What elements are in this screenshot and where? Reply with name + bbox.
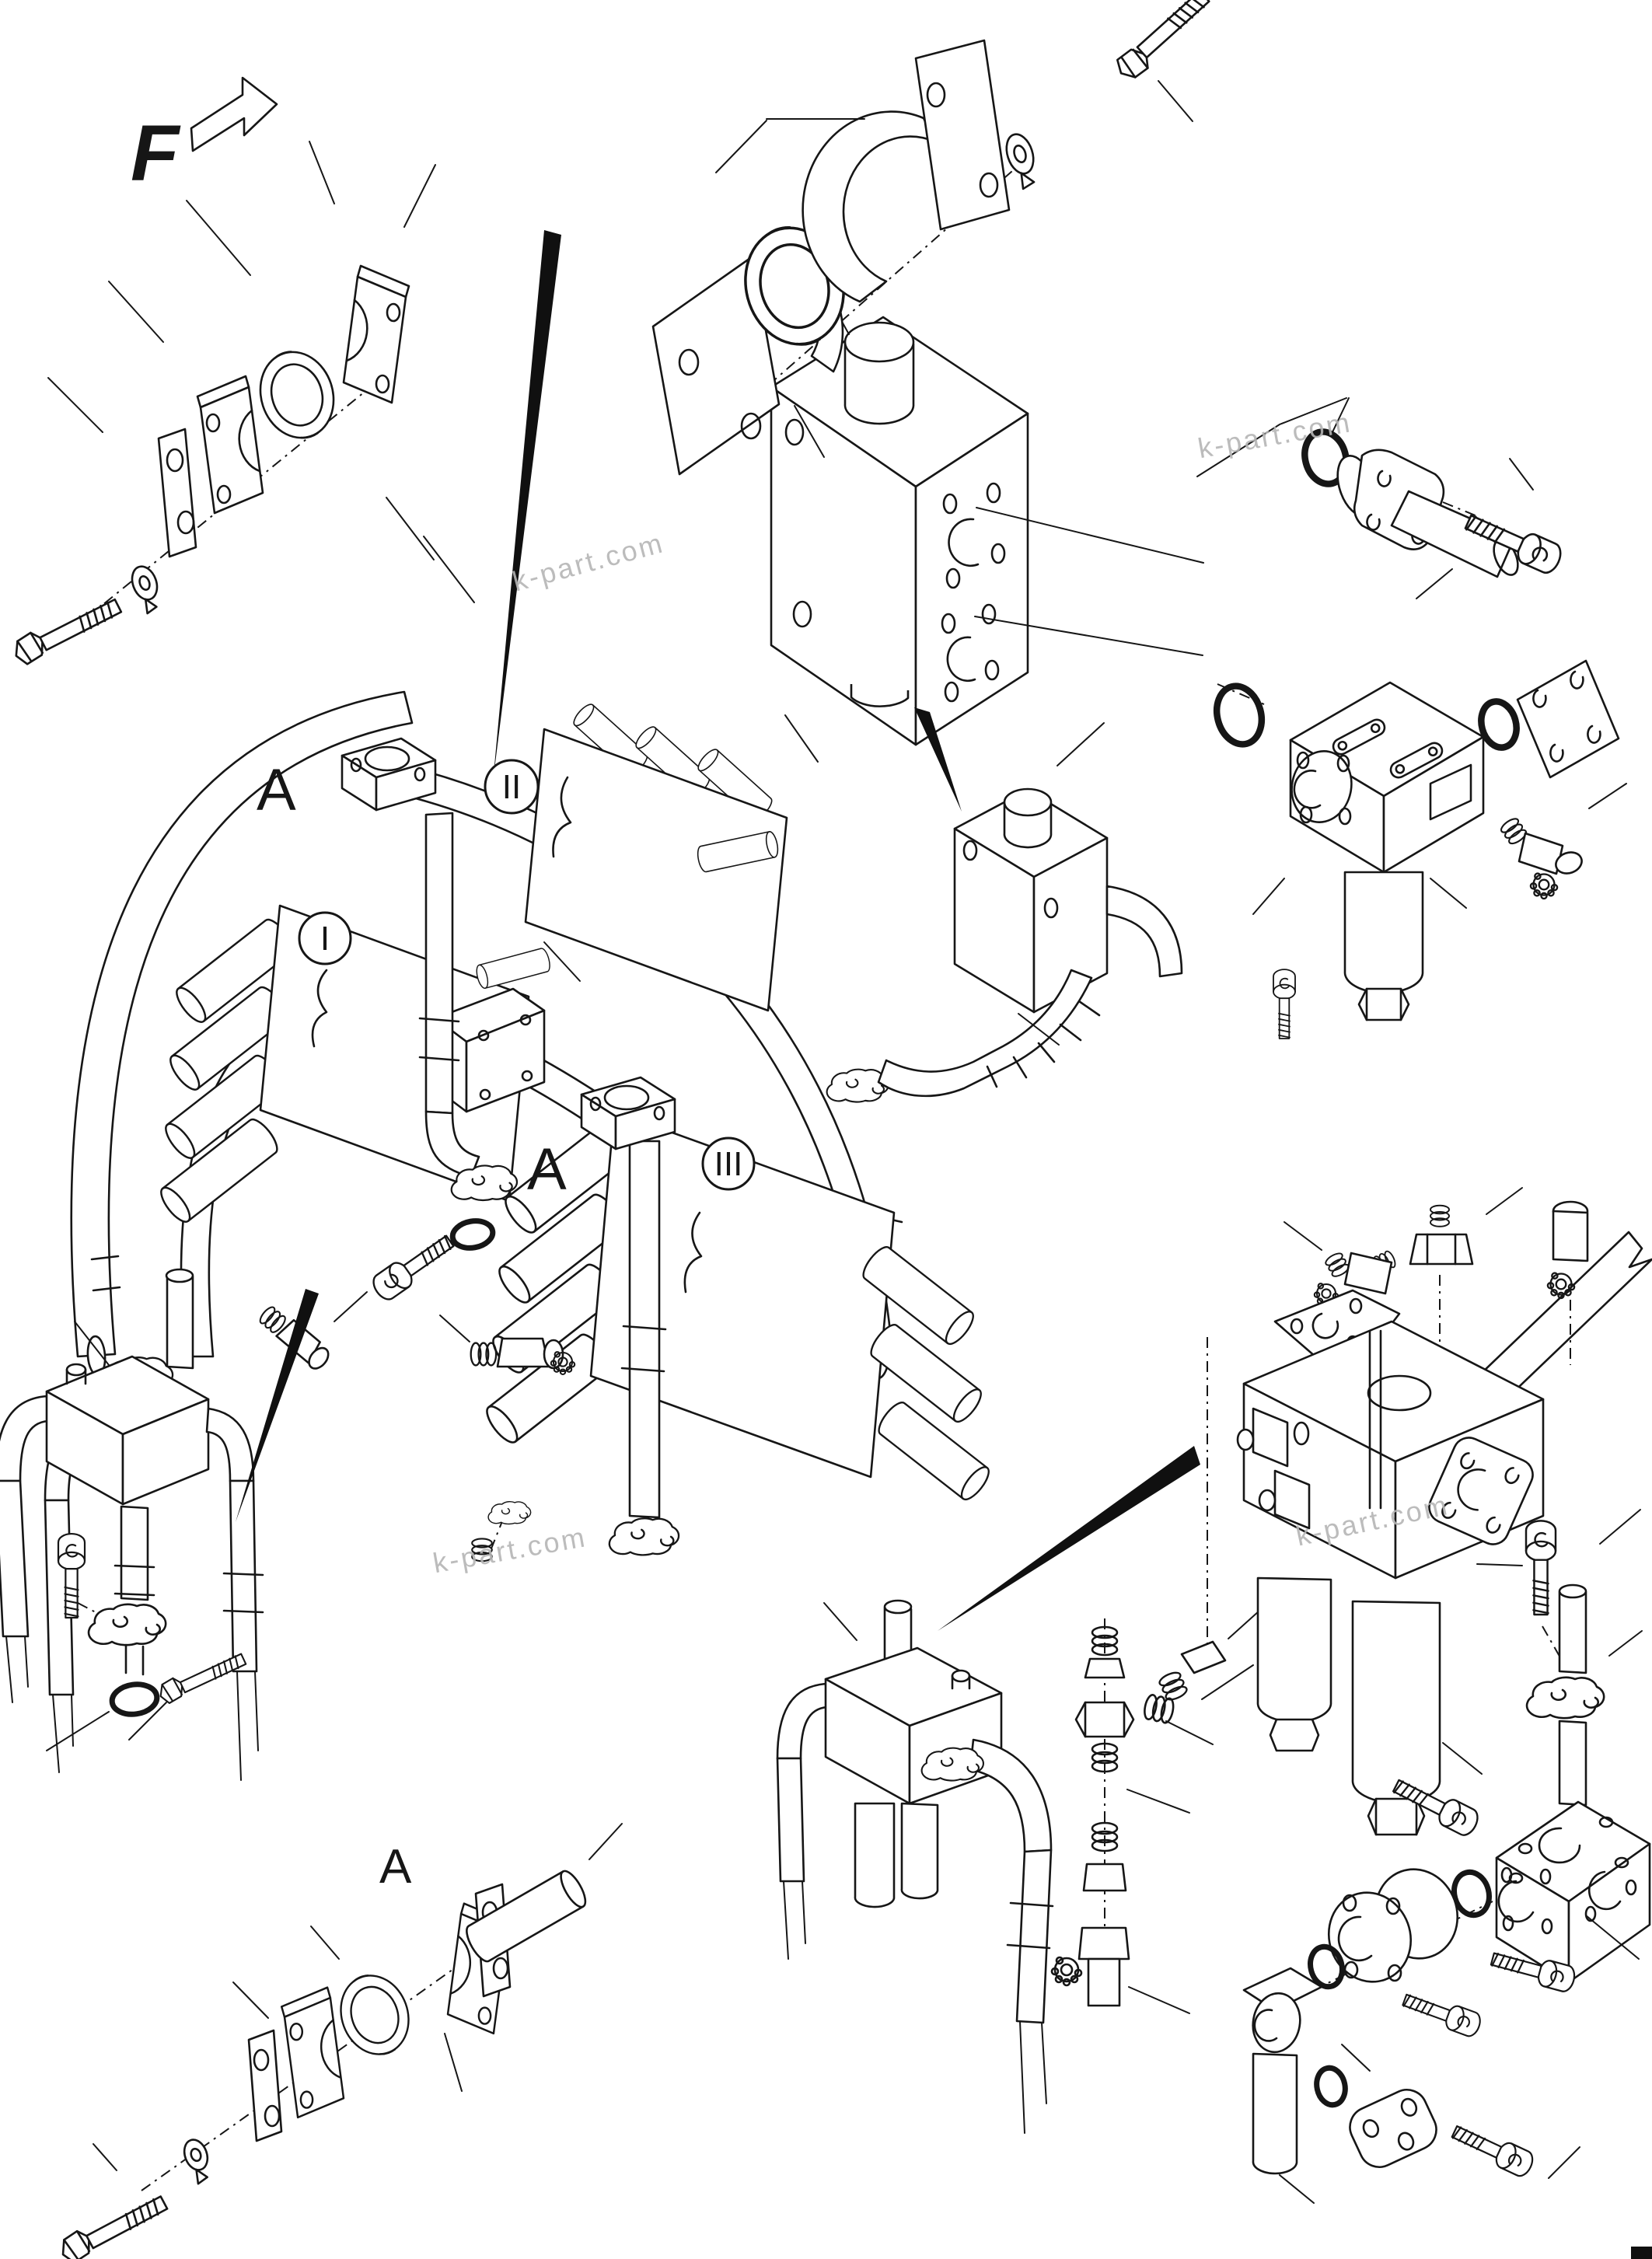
leader-lines [74, 497, 1285, 1641]
svg-text:II: II [502, 768, 521, 806]
valve-bank-2 [524, 700, 889, 1103]
leader-wedges [236, 230, 1200, 1631]
watermark: k-part.com [1196, 406, 1354, 464]
clamp-assembly-bottom-left [55, 1823, 623, 2259]
detail-label-a-top: A [257, 757, 296, 823]
left-valve-block [0, 1268, 264, 1781]
valve-bank-1 [155, 904, 553, 1227]
watermark: k-part.com [509, 526, 668, 597]
manifold-block [770, 267, 1347, 746]
labels: F A A A I II III [131, 76, 756, 1894]
return-filter-assembly [1213, 659, 1627, 1039]
view-direction-arrow-icon [190, 76, 278, 152]
bottom-valve-block [776, 1599, 1054, 2134]
flange-adapter-row [1301, 397, 1566, 599]
svg-text:III: III [714, 1145, 743, 1183]
hose-clamp-detail-a-top [341, 737, 676, 1304]
view-label-f: F [131, 109, 181, 197]
section-marker-3: III [701, 1136, 756, 1191]
detail-label-a-mid: A [527, 1136, 567, 1203]
tee-fitting-group [1050, 1610, 1260, 2014]
section-marker-2: II [484, 759, 540, 815]
page-corner-mark [1631, 2247, 1652, 2259]
clamp-assembly-top-center [651, 0, 1216, 476]
section-marker-1: I [298, 911, 352, 965]
detail-label-a-bottom: A [379, 1840, 412, 1894]
cube-manifold-group [1242, 1772, 1651, 2204]
watermark: k-part.com [431, 1521, 589, 1579]
pipe-flange-group [1476, 1509, 1643, 1844]
duplex-filter-assembly [1201, 1187, 1652, 1836]
valve-bank-3 [471, 1110, 994, 1562]
clamp-assembly-top-left [9, 141, 436, 669]
pilot-valve-block [877, 722, 1183, 1098]
svg-text:I: I [320, 920, 330, 958]
